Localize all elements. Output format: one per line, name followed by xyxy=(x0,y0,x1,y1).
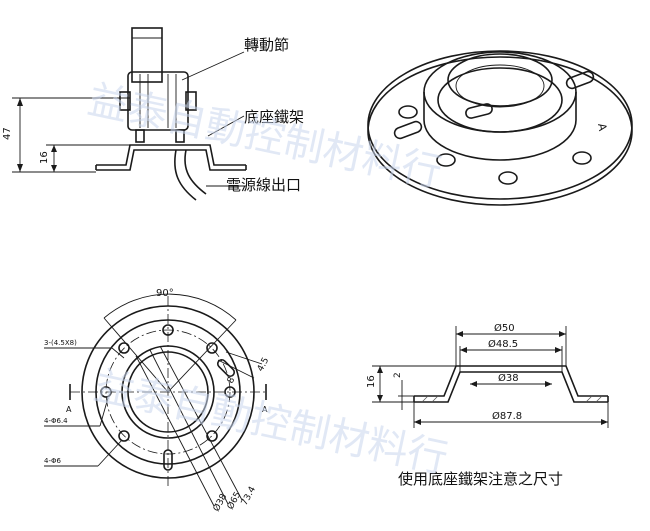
label-holes-large: 4-Φ6 xyxy=(44,457,61,465)
dim-8: 8 xyxy=(226,375,238,385)
dim-h2: 2 xyxy=(393,372,403,378)
dim-d87-8: Ø87.8 xyxy=(492,410,522,422)
section-a-left: A xyxy=(66,405,72,414)
side-view: 47 16 轉動節 底座鐵架 電源線出口 xyxy=(2,27,304,201)
caption: 使用底座鐵架注意之尺寸 xyxy=(398,470,563,488)
watermark-bottom: 益泰自動控制材料行 xyxy=(90,363,452,483)
dim-d38: Ø38 xyxy=(211,492,230,514)
label-bracket: 底座鐵架 xyxy=(244,108,304,126)
label-slots: 3-(4.5X8) xyxy=(44,339,77,347)
iso-label-a: A xyxy=(595,122,609,132)
label-cable: 電源線出口 xyxy=(226,176,301,194)
section-view: Ø50 Ø48.5 Ø38 Ø87.8 16 2 使用底座鐵架注意之尺寸 xyxy=(366,322,609,488)
dim-16: 16 xyxy=(39,151,50,164)
label-holes-small: 4-Φ6.4 xyxy=(44,417,68,425)
dim-d50: Ø50 xyxy=(494,322,515,334)
dim-73-4: 73.4 xyxy=(240,485,258,508)
angle-90: 90° xyxy=(156,288,174,299)
dim-4-5: 4.5 xyxy=(256,356,272,373)
dim-d48-5: Ø48.5 xyxy=(488,338,518,350)
section-a-right: A xyxy=(262,405,268,414)
dim-47: 47 xyxy=(2,127,13,140)
label-motor: 轉動節 xyxy=(244,36,289,54)
isometric-view: A xyxy=(367,50,633,206)
dim-h16: 16 xyxy=(366,375,377,388)
dim-d38-section: Ø38 xyxy=(498,372,519,384)
